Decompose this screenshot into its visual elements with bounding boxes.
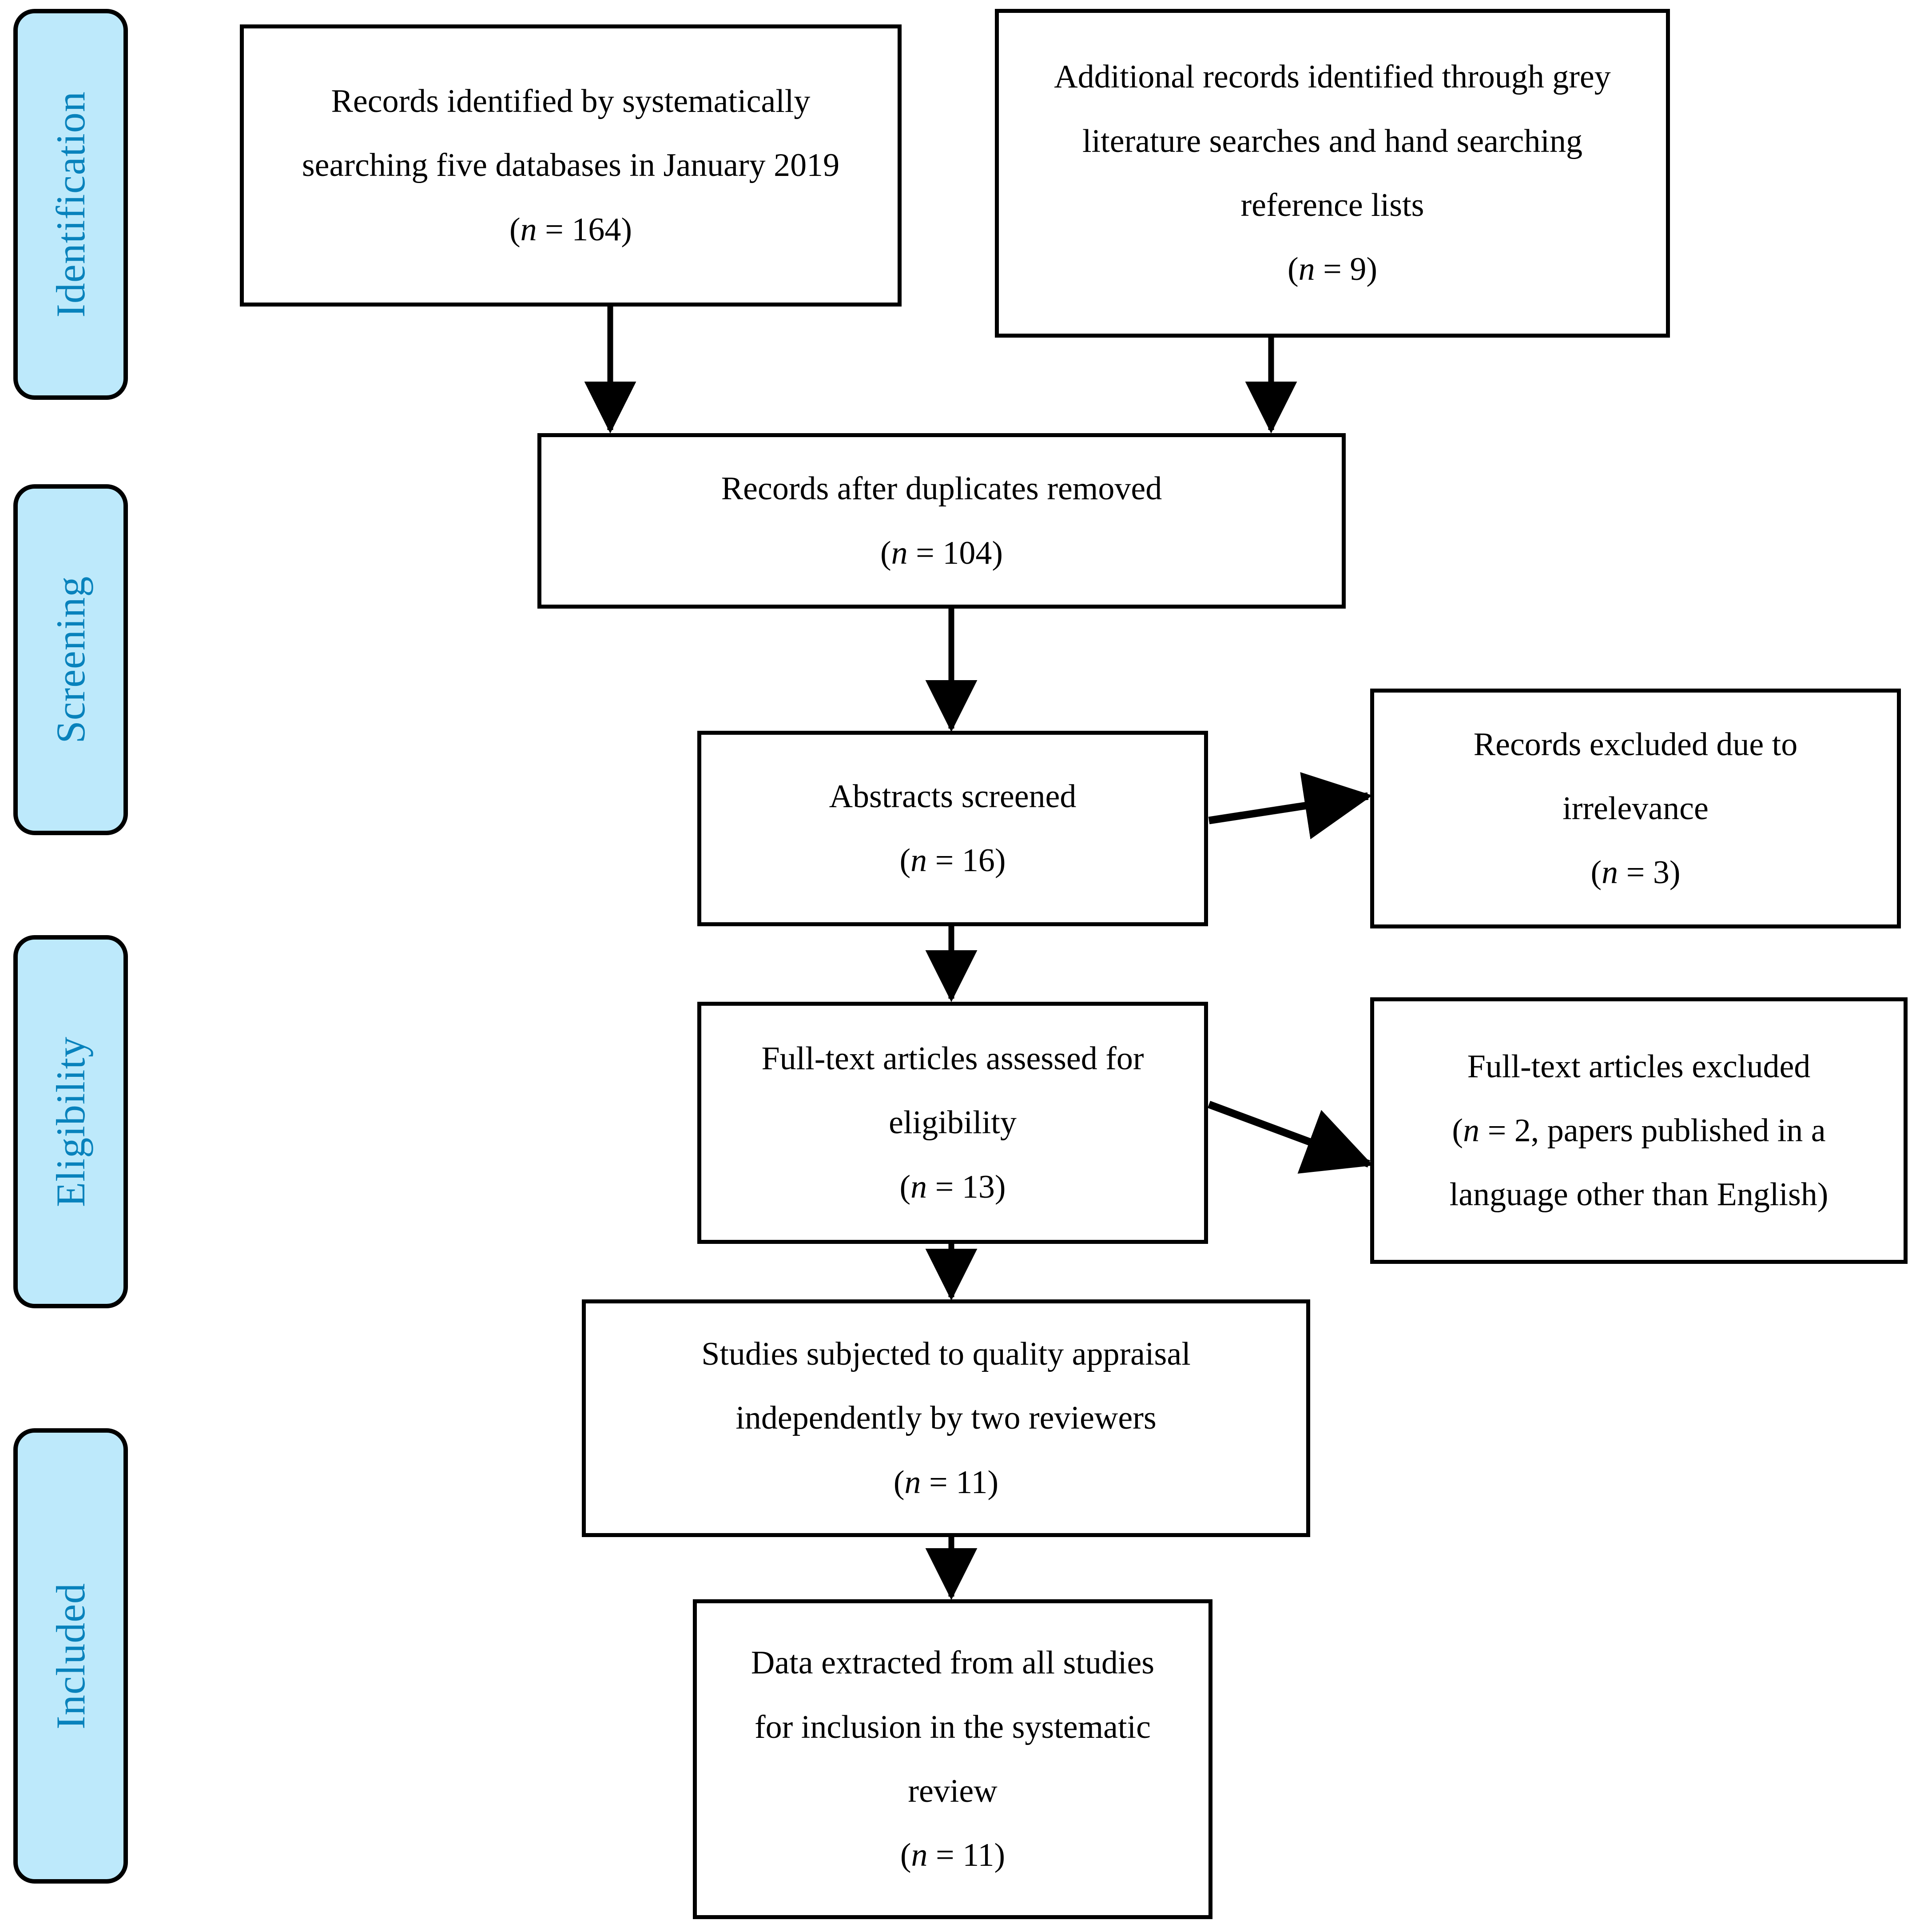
box-additional-records-line3: reference lists: [1240, 187, 1424, 223]
box-abstracts-screened: Abstracts screened (n = 16): [697, 731, 1208, 926]
count-value: = 11): [921, 1464, 999, 1501]
box-additional-records: Additional records identified through gr…: [995, 9, 1670, 338]
n-symbol: n: [1298, 251, 1315, 288]
box-fulltext-assessed-line1: Full-text articles assessed for: [761, 1040, 1144, 1077]
box-duplicates-removed-count: (n = 104): [880, 521, 1003, 585]
box-duplicates-removed: Records after duplicates removed (n = 10…: [537, 433, 1346, 609]
box-quality-appraisal: Studies subjected to quality appraisal i…: [582, 1299, 1310, 1537]
box-fulltext-excluded-line3: language other than English): [1449, 1176, 1829, 1213]
n-symbol: n: [1602, 854, 1618, 891]
arrow-abstracts-to-excluded: [1208, 772, 1373, 840]
box-fulltext-excluded: Full-text articles excluded (n = 2, pape…: [1370, 997, 1908, 1264]
box-quality-appraisal-count: (n = 11): [894, 1450, 998, 1514]
box-fulltext-excluded-line2: (n = 2, papers published in a: [1452, 1099, 1825, 1163]
stage-box-identification: Identification: [13, 9, 128, 400]
n-symbol: n: [911, 1837, 928, 1874]
count-value: = 2, papers published in a: [1479, 1112, 1826, 1149]
count-value: = 16): [927, 842, 1006, 879]
box-data-extracted-line2: for inclusion in the systematic: [755, 1709, 1151, 1745]
paren-open: (: [1287, 251, 1299, 288]
box-fulltext-assessed-line2: eligibility: [889, 1104, 1017, 1141]
paren-open: (: [899, 1168, 911, 1205]
count-value: = 13): [927, 1168, 1006, 1205]
count-value: = 9): [1315, 251, 1378, 288]
box-fulltext-excluded-line1: Full-text articles excluded: [1467, 1048, 1811, 1085]
n-symbol: n: [520, 211, 537, 248]
paren-open: (: [880, 534, 891, 571]
paren-open: (: [509, 211, 521, 248]
box-data-extracted: Data extracted from all studies for incl…: [693, 1599, 1212, 1919]
paren-open: (: [1452, 1112, 1463, 1149]
n-symbol: n: [910, 1168, 927, 1205]
paren-open: (: [893, 1464, 905, 1501]
box-records-identified-count: (n = 164): [509, 198, 632, 262]
box-records-identified-line1: Records identified by systematically: [331, 83, 811, 120]
stage-label-identification: Identification: [48, 91, 93, 318]
stage-box-screening: Screening: [13, 484, 128, 835]
box-additional-records-line2: literature searches and hand searching: [1082, 123, 1582, 159]
box-additional-records-count: (n = 9): [1288, 237, 1377, 301]
box-records-excluded: Records excluded due to irrelevance (n =…: [1370, 689, 1901, 928]
count-value: = 104): [907, 534, 1003, 571]
box-data-extracted-count: (n = 11): [900, 1823, 1005, 1887]
box-fulltext-assessed-count: (n = 13): [899, 1155, 1006, 1219]
count-value: = 11): [927, 1837, 1006, 1874]
box-abstracts-screened-line1: Abstracts screened: [829, 778, 1077, 815]
n-symbol: n: [910, 842, 927, 879]
box-fulltext-assessed: Full-text articles assessed for eligibil…: [697, 1002, 1208, 1244]
paren-open: (: [1590, 854, 1602, 891]
box-records-excluded-count: (n = 3): [1590, 841, 1680, 904]
count-value: = 164): [537, 211, 632, 248]
box-records-identified-line2: searching five databases in January 2019: [302, 147, 840, 184]
box-data-extracted-line1: Data extracted from all studies: [751, 1645, 1155, 1681]
box-duplicates-removed-line1: Records after duplicates removed: [721, 470, 1162, 507]
stage-box-included: Included: [13, 1428, 128, 1884]
arrow-fulltext-to-excluded: [1208, 1101, 1373, 1174]
stage-label-eligibility: Eligibility: [48, 1036, 93, 1207]
box-records-excluded-line1: Records excluded due to: [1473, 726, 1798, 763]
paren-open: (: [900, 1837, 911, 1874]
stage-box-eligibility: Eligibility: [13, 935, 128, 1308]
box-abstracts-screened-count: (n = 16): [899, 829, 1006, 892]
count-value: = 3): [1618, 854, 1681, 891]
box-quality-appraisal-line2: independently by two reviewers: [735, 1400, 1157, 1437]
paren-open: (: [899, 842, 911, 879]
n-symbol: n: [904, 1464, 921, 1501]
box-additional-records-line1: Additional records identified through gr…: [1054, 59, 1611, 96]
box-records-excluded-line2: irrelevance: [1562, 790, 1709, 827]
box-records-identified: Records identified by systematically sea…: [240, 24, 902, 307]
box-quality-appraisal-line1: Studies subjected to quality appraisal: [701, 1336, 1191, 1373]
stage-label-screening: Screening: [48, 576, 93, 744]
stage-label-included: Included: [48, 1582, 93, 1729]
n-symbol: n: [891, 534, 908, 571]
box-data-extracted-line3: review: [908, 1773, 998, 1809]
n-symbol: n: [1463, 1112, 1480, 1149]
